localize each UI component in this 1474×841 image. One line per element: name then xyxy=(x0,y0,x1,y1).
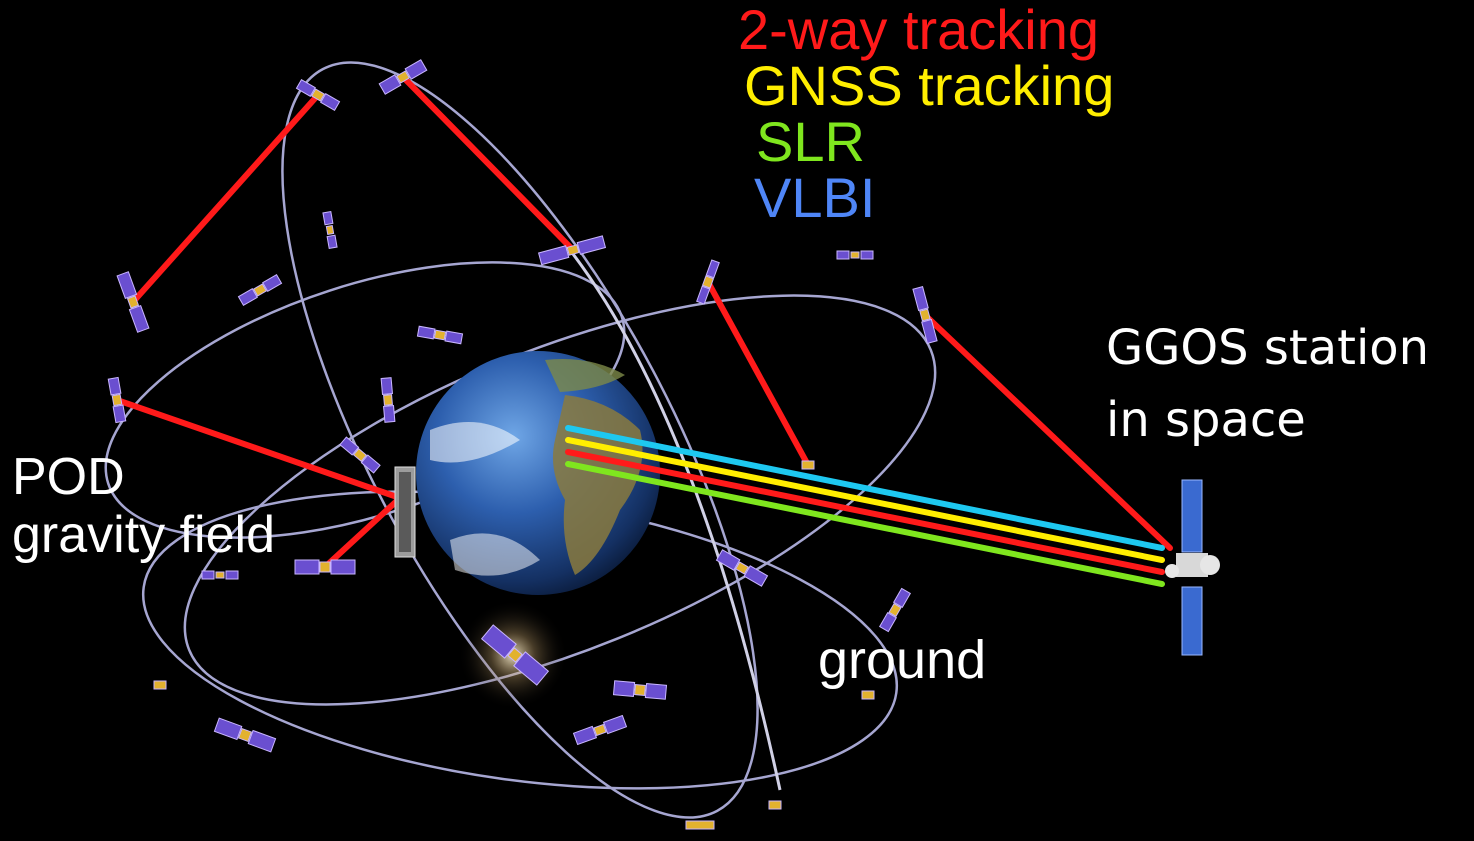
pod-label: POD gravity field xyxy=(12,448,275,564)
satellite-icon xyxy=(912,286,938,344)
legend-slr: SLR xyxy=(756,110,865,173)
link-2way-e xyxy=(705,279,811,468)
satellite-icon xyxy=(572,714,628,746)
ground-label: ground xyxy=(818,630,987,690)
gnss-satellites xyxy=(107,59,938,830)
pod-label-line2: gravity field xyxy=(12,506,275,564)
satellite-icon xyxy=(339,436,381,474)
cloud-band xyxy=(430,422,520,463)
satellite-icon xyxy=(294,559,356,575)
satellite-icon xyxy=(416,325,464,345)
legend-2way-tracking: 2-way tracking xyxy=(738,0,1100,61)
ggos-label-line2: in space xyxy=(1106,392,1306,448)
satellite-icon xyxy=(878,587,912,633)
satellite-icon xyxy=(696,259,720,305)
link-2way-f xyxy=(922,312,1173,551)
link-2way-b xyxy=(400,74,576,253)
link-2way-c xyxy=(114,397,403,501)
pod-satellite xyxy=(394,466,416,558)
tracking-links xyxy=(114,74,1173,587)
pod-label-line1: POD xyxy=(12,448,125,506)
link-2way-a xyxy=(130,92,321,305)
satellite-icon xyxy=(612,680,668,700)
satellite-icon xyxy=(685,820,715,830)
ggos-label-line1: GGOS station xyxy=(1106,320,1430,376)
satellite-icon xyxy=(295,78,341,112)
link-gnss-ggos xyxy=(565,437,1165,563)
satellite-icon xyxy=(480,624,550,686)
satellite-icon xyxy=(322,210,338,250)
link-2way-ggos xyxy=(565,449,1165,575)
legend-gnss-tracking: GNSS tracking xyxy=(744,54,1115,117)
satellite-icon xyxy=(378,59,428,95)
link-vlbi-ggos xyxy=(565,425,1165,551)
link-2way-d xyxy=(322,495,403,570)
satellite-icon xyxy=(861,690,875,700)
satellite-icon xyxy=(201,570,239,580)
orbit-white-arc xyxy=(568,249,782,791)
satellite-icon xyxy=(116,271,150,333)
continent-europe xyxy=(545,359,625,392)
satellite-icon xyxy=(715,549,769,587)
satellite-icon xyxy=(237,273,283,307)
legend-vlbi: VLBI xyxy=(754,166,876,229)
ggos-label: GGOS station in space xyxy=(1106,312,1429,456)
satellite-icon xyxy=(768,800,782,810)
satellite-icon xyxy=(380,377,396,423)
satellite-icon xyxy=(537,235,607,266)
satellite-icon xyxy=(107,376,127,424)
satellite-icon xyxy=(801,460,815,470)
cloud-band-lower xyxy=(450,533,540,576)
ggos-satellite xyxy=(1165,479,1220,656)
satellite-icon xyxy=(213,717,277,753)
legend: 2-way tracking GNSS tracking SLR VLBI xyxy=(738,0,1115,229)
satellite-icon xyxy=(836,250,874,260)
link-slr-ggos xyxy=(565,461,1165,587)
satellite-icon xyxy=(153,680,167,690)
